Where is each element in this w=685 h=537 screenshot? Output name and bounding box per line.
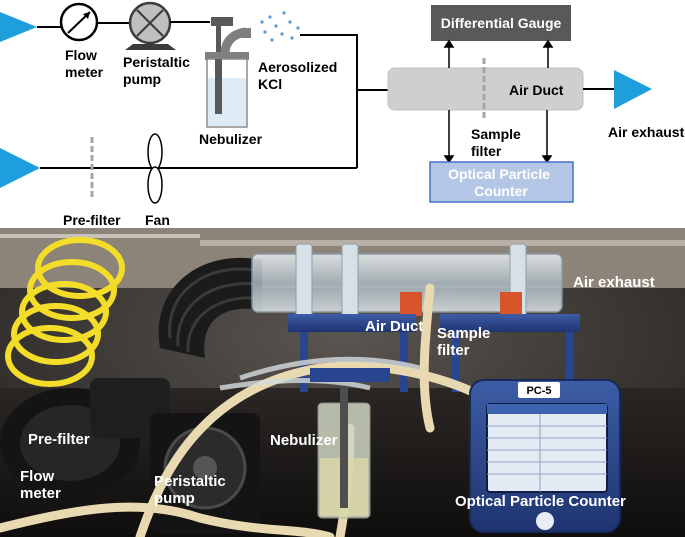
peristaltic-pump-icon [125, 1, 176, 50]
fan-label: Fan [145, 212, 170, 228]
photo-sample-filter-label: Sample filter [437, 325, 495, 359]
pre-filter-canister [0, 378, 170, 498]
counter-connection-arrows [443, 110, 553, 164]
flow-meter-icon [59, 2, 99, 42]
aerosol-particles-icon [260, 11, 300, 42]
clear-tubing [219, 356, 421, 391]
top-inlet-arrow-icon [0, 12, 37, 42]
photo-nebulizer-label: Nebulizer [270, 432, 338, 449]
optical-particle-counter-label: Optical Particle Counter [448, 166, 554, 199]
photo-flow-meter-label: Flow meter [20, 468, 61, 502]
nebulizer-icon [205, 17, 251, 128]
pre-filter-label: Pre-filter [63, 212, 121, 228]
black-flex-hose [158, 257, 262, 358]
photo-air-exhaust-label: Air exhaust [573, 274, 655, 291]
optical-particle-counter-device [469, 379, 621, 533]
photo-air-duct-label: Air Duct [365, 318, 423, 335]
nebulizer-label: Nebulizer [199, 131, 263, 147]
fan-icon [147, 133, 163, 204]
device-tag-label: PC-5 [526, 385, 551, 397]
aerosolized-kcl-label: Aerosolized KCl [258, 59, 341, 92]
schematic-diagram: Flow meter Peristaltic pump Nebulizer Ae… [0, 1, 685, 228]
differential-gauge-box [431, 5, 571, 41]
top-feed-pipe [300, 34, 388, 91]
nebulizer-jar [310, 368, 390, 519]
bottom-inlet-arrow-icon [0, 148, 40, 188]
air-exhaust-label: Air exhaust [608, 124, 685, 140]
photo-peristaltic-pump-label: Peristaltic pump [154, 473, 230, 507]
flow-meter-label: Flow meter [65, 47, 104, 80]
yellow-coiled-tube [5, 237, 125, 387]
lab-setup-photo: PC-5 Air Duct Air exhaust Sample filter … [0, 228, 685, 537]
differential-gauge-label: Differential Gauge [441, 15, 562, 31]
peristaltic-pump-label: Peristaltic pump [123, 54, 194, 87]
optical-particle-counter-box [429, 161, 574, 203]
photo-optical-particle-counter-label: Optical Particle Counter [455, 493, 626, 510]
air-exhaust-arrow-icon [614, 70, 652, 109]
air-duct-label: Air Duct [509, 82, 564, 98]
sample-filter-label: Sample filter [471, 126, 525, 159]
photo-pre-filter-label: Pre-filter [28, 431, 90, 448]
gauge-connection-arrows [443, 39, 554, 68]
glass-air-duct [251, 243, 563, 323]
peristaltic-pump-unit [150, 413, 260, 533]
